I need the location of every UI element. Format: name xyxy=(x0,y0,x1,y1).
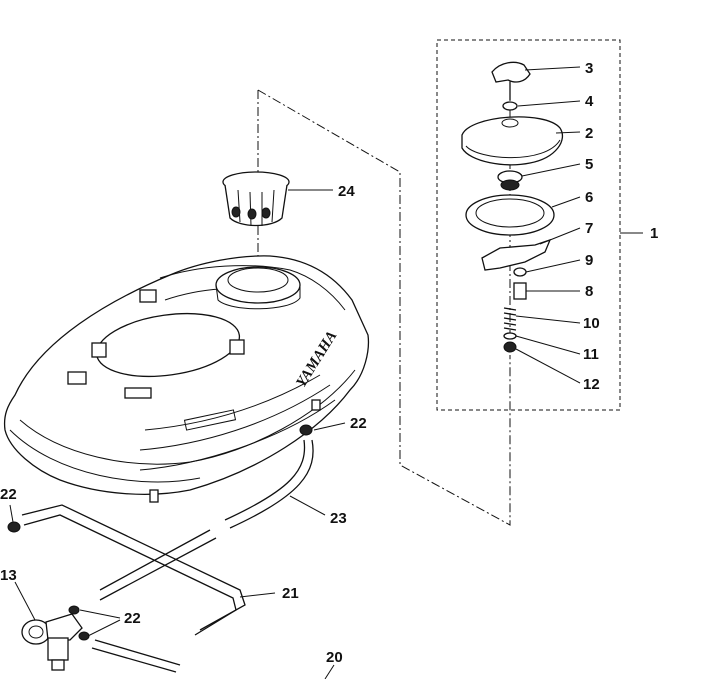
fuel-strainer-part-24 xyxy=(222,171,290,227)
callout-13: 13 xyxy=(0,567,17,584)
callout-3: 3 xyxy=(585,60,593,77)
callout-22-left: 22 xyxy=(0,486,17,503)
fuel-hose-part-23 xyxy=(224,424,314,529)
callout-22-lower: 22 xyxy=(124,610,141,627)
plate-part-7 xyxy=(481,238,552,271)
gasket-part-6 xyxy=(465,194,555,236)
valve-part-8 xyxy=(513,282,527,300)
washer-part-9 xyxy=(513,267,527,277)
leader-lines xyxy=(9,66,581,679)
washer-part-4 xyxy=(502,101,518,111)
callout-10: 10 xyxy=(583,315,600,332)
callout-22-upper: 22 xyxy=(350,415,367,432)
cap-assembly-group-box xyxy=(436,39,621,411)
spring-part-10 xyxy=(503,307,517,331)
callout-8: 8 xyxy=(585,283,593,300)
callout-5: 5 xyxy=(585,156,593,173)
o-ring-part-12 xyxy=(503,341,517,353)
callout-4: 4 xyxy=(585,93,594,110)
fuel-hose-part-21 xyxy=(7,504,246,673)
callout-1: 1 xyxy=(650,225,658,242)
spring-seat-part-5 xyxy=(497,170,523,191)
fuel-cap-part-2 xyxy=(461,116,563,166)
callout-6: 6 xyxy=(585,189,593,206)
fuel-tank: YAMAHA xyxy=(3,255,370,503)
fuel-cock-part-13 xyxy=(21,605,90,671)
callout-11: 11 xyxy=(583,346,599,363)
callout-20: 20 xyxy=(326,649,343,666)
callout-9: 9 xyxy=(585,252,593,269)
callout-24: 24 xyxy=(338,183,355,200)
cap-knob-part-3 xyxy=(491,61,531,100)
callout-7: 7 xyxy=(585,220,593,237)
callout-labels: 1 2 3 4 5 6 7 9 8 10 11 12 24 22 23 21 2… xyxy=(0,60,658,666)
callout-2: 2 xyxy=(585,125,593,142)
washer-part-11 xyxy=(503,332,517,340)
callout-12: 12 xyxy=(583,376,600,393)
callout-21: 21 xyxy=(282,585,299,602)
callout-23: 23 xyxy=(330,510,347,527)
